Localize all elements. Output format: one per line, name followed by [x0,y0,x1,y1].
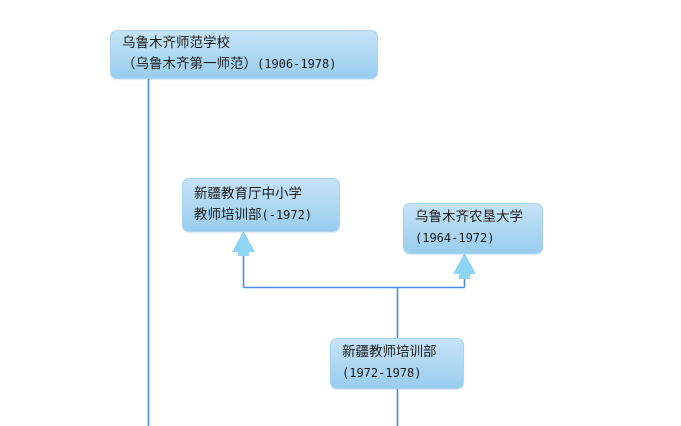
node-title-line: 新疆教育厅中小学 [194,185,302,202]
arrow-to-edu-dept-icon [232,231,255,256]
node-xinjiang-teacher-training[interactable]: 新疆教师培训部 (1972-1978) [330,338,464,389]
node-subtitle-line: (1964-1972) [415,228,531,249]
node-year-range: (1972-1978) [342,366,422,380]
node-year-range: (1906-1978) [257,57,337,71]
node-year-range: (-1972) [261,207,313,222]
node-subtitle-line: 教师培训部(-1972) [194,205,328,226]
arrow-to-agri-univ-icon [453,253,476,279]
node-xinjiang-edu-dept[interactable]: 新疆教育厅中小学 教师培训部(-1972) [182,178,340,232]
node-title-line: 乌鲁木齐师范学校 [122,35,230,51]
node-urumqi-agri-univ[interactable]: 乌鲁木齐农垦大学 (1964-1972) [403,203,543,254]
node-title-line: 乌鲁木齐农垦大学 [415,209,523,225]
node-urumqi-normal-school[interactable]: 乌鲁木齐师范学校 （乌鲁木齐第一师范）(1906-1978) [110,30,378,79]
node-year-range: (1964-1972) [415,231,495,245]
node-subtitle-line: （乌鲁木齐第一师范）(1906-1978) [122,54,366,75]
node-subtitle-text: 教师培训部 [194,206,262,223]
node-subtitle-text: （乌鲁木齐第一师范） [122,56,257,72]
node-title-line: 新疆教师培训部 [342,344,437,360]
node-subtitle-line: (1972-1978) [342,363,452,384]
